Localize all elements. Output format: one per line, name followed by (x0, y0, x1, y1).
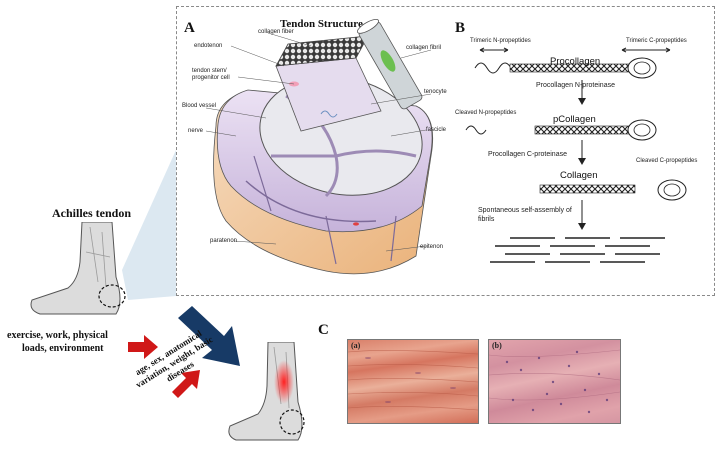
label-collagen: Collagen (560, 170, 598, 181)
label-c-proteinase: Procollagen C-proteinase (488, 151, 567, 158)
achilles-tendon-label: Achilles tendon (52, 206, 132, 220)
tendon-structure-title: Tendon Structure (280, 18, 363, 30)
label-collagen-fiber: collagen fiber (258, 29, 294, 35)
label-tendon-stem: tendon stem/ (192, 68, 227, 74)
label-progenitor-cell: progenitor cell (192, 75, 230, 81)
label-trimeric-c: Trimeric C-propeptides (626, 38, 687, 44)
histology-tag-b: (b) (492, 341, 502, 350)
extrinsic-factors-line1: exercise, work, physical (7, 330, 108, 341)
label-fibrils: fibrils (478, 216, 495, 223)
label-endotenon: endotenon (194, 43, 223, 49)
label-n-proteinase: Procollagen N-proteinase (536, 82, 615, 89)
healthy-foot-illustration (30, 222, 126, 315)
red-right-arrow (128, 335, 158, 359)
label-epitenon: epitenon (420, 244, 444, 250)
label-cleaved-n: Cleaved N-propeptides (455, 110, 517, 116)
red-up-arrow (172, 370, 200, 398)
label-cleaved-c: Cleaved C-propeptides (636, 158, 698, 164)
injured-foot-illustration (228, 342, 305, 441)
extrinsic-factors-line2: loads, environment (22, 343, 104, 354)
label-blood-vessel: Blood vessel (182, 103, 217, 109)
label-collagen-fibril: collagen fibril (406, 45, 442, 51)
tendon-structure-illustration (205, 19, 434, 275)
navy-diagonal-arrow (178, 306, 240, 366)
label-pcollagen: pCollagen (553, 114, 596, 125)
histology-tag-a: (a) (351, 341, 361, 350)
panel-a-letter: A (184, 20, 195, 36)
label-paratenon: paratenon (210, 238, 238, 244)
label-self-assembly: Spontaneous self-assembly of (478, 207, 572, 214)
histology-image-normal: (a) (347, 339, 479, 424)
label-trimeric-n: Trimeric N-propeptides (470, 38, 531, 44)
histology-image-injured: (b) (488, 339, 621, 424)
label-fascicle: fascicle (426, 127, 447, 133)
panel-frame (176, 6, 715, 296)
panel-b-letter: B (455, 20, 466, 36)
label-procollagen: Procollagen (550, 56, 601, 67)
label-nerve: nerve (188, 128, 204, 134)
label-tenocyte: tenocyte (424, 89, 447, 95)
collagen-synthesis-pathway (465, 47, 687, 263)
panel-c-letter: C (318, 322, 329, 338)
